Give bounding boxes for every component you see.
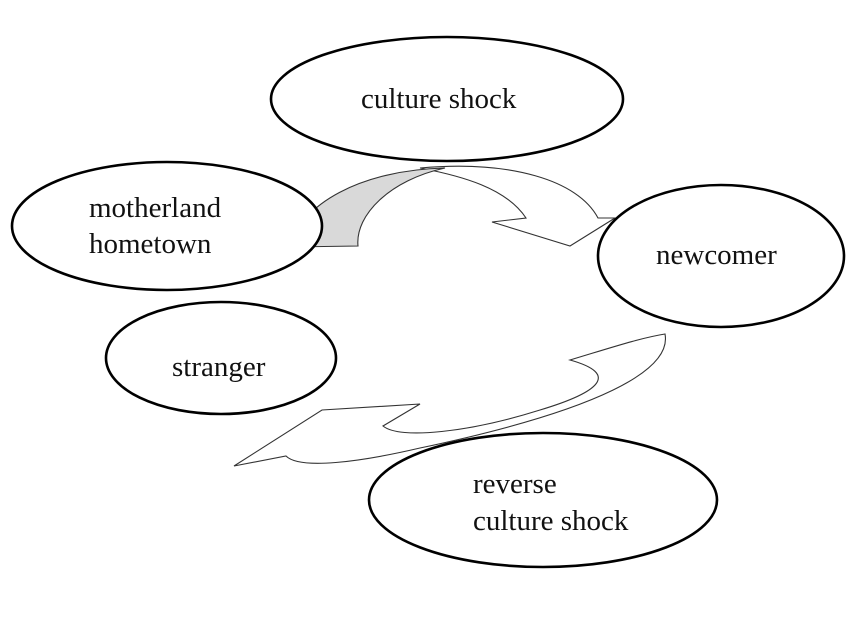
label-culture-shock-2: culture shock	[473, 505, 629, 537]
label-reverse: reverse	[473, 468, 557, 500]
ellipse-stranger	[104, 300, 338, 416]
label-culture-shock: culture shock	[361, 83, 517, 115]
ellipse-motherland	[10, 160, 324, 292]
label-newcomer: newcomer	[656, 239, 777, 271]
ellipse-culture-shock	[269, 35, 625, 163]
label-motherland: motherland	[89, 192, 222, 224]
node-stranger: stranger	[104, 300, 338, 416]
node-motherland-hometown: motherland hometown	[10, 160, 324, 292]
label-hometown: hometown	[89, 228, 212, 260]
node-reverse-culture-shock: reverse culture shock	[367, 431, 719, 569]
arrow-motherland-to-newcomer	[289, 165, 617, 248]
arrow-upper-body	[419, 165, 617, 247]
arrow-newcomer-to-stranger	[233, 333, 666, 467]
ellipse-reverse-culture-shock	[367, 431, 719, 569]
node-newcomer: newcomer	[596, 183, 846, 329]
ellipse-newcomer	[596, 183, 846, 329]
arrow-lower-body	[233, 333, 666, 467]
label-stranger: stranger	[172, 351, 266, 383]
node-culture-shock: culture shock	[269, 35, 625, 163]
